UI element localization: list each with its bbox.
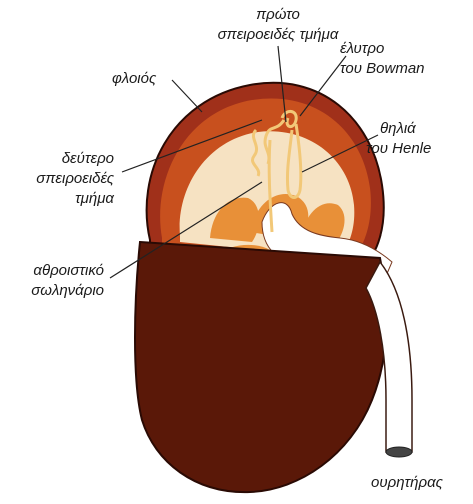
- label-ourithiras: ουρητήρας: [352, 474, 462, 492]
- ureter-opening: [386, 447, 412, 457]
- label-athroistiko-line1: αθροιστικό: [0, 262, 104, 280]
- label-elytro-line1: έλυτρο: [340, 40, 384, 58]
- kidney-lower-half: [135, 242, 387, 492]
- label-elytro-line2: του Bowman: [340, 60, 425, 78]
- label-floios: φλοιός: [112, 70, 156, 88]
- label-thilia-line1: θηλιά: [380, 120, 416, 138]
- label-proto-line2: σπειροειδές τμήμα: [198, 26, 358, 44]
- label-deutero-line2: σπειροειδές: [0, 170, 114, 188]
- label-proto-line1: πρώτο: [228, 6, 328, 24]
- label-athroistiko-line2: σωληνάριο: [0, 282, 104, 300]
- label-thilia-line2: του Henle: [366, 140, 431, 158]
- label-deutero-line1: δεύτερο: [0, 150, 114, 168]
- leader-floios: [172, 80, 202, 112]
- label-deutero-line3: τμήμα: [0, 190, 114, 208]
